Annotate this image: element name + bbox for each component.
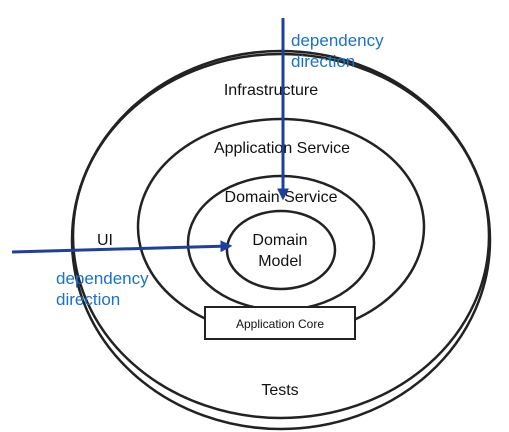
left-dependency-label-line1: dependency bbox=[56, 269, 149, 288]
infrastructure-ring bbox=[71, 52, 491, 420]
ui-label: UI bbox=[97, 232, 113, 249]
domain-model-label-line2: Model bbox=[258, 253, 302, 270]
horizontal-dependency-arrow bbox=[11, 240, 233, 254]
domain-model-ring bbox=[225, 209, 337, 291]
application-core-box bbox=[204, 306, 356, 340]
top-dependency-label-line2: direction bbox=[291, 52, 355, 71]
infrastructure-label: Infrastructure bbox=[224, 82, 318, 99]
domain-service-label: Domain Service bbox=[225, 189, 338, 206]
left-dependency-label-line2: direction bbox=[56, 290, 120, 309]
domain-model-label-line1: Domain bbox=[252, 232, 307, 249]
tests-label: Tests bbox=[261, 382, 298, 399]
application-core-label: Application Core bbox=[236, 317, 324, 331]
top-dependency-label-line1: dependency bbox=[291, 31, 384, 50]
